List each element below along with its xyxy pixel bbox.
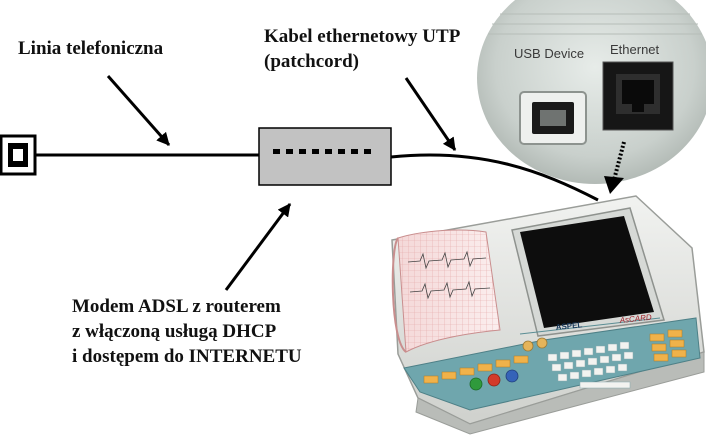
phone-socket-icon (0, 134, 37, 176)
port-closeup-inset (477, 0, 706, 194)
ecg-device-illustration: ASPEL AsCARD (391, 195, 705, 435)
stop-key-icon (487, 373, 501, 387)
ethernet-port-icon (602, 61, 674, 131)
ecg-screen (520, 216, 654, 328)
phone-line-arrow (106, 75, 171, 146)
usb-device-label: USB Device (514, 46, 585, 61)
cable-arrow (404, 77, 457, 151)
usb-port-icon (519, 91, 587, 145)
device-model-text: AsCARD (618, 313, 652, 325)
ethernet-cable-label: Kabel ethernetowy UTP (patchcord) (264, 26, 461, 72)
start-key-icon (469, 377, 483, 391)
modem-label: Modem ADSL z routerem z włączoną usługą … (72, 296, 302, 367)
ethernet-cable (390, 153, 599, 202)
modem-arrow (224, 203, 292, 291)
modem-box (258, 127, 392, 186)
device-brand-text: ASPEL (555, 320, 583, 332)
ethernet-port-label: Ethernet (610, 42, 660, 57)
phone-line-label: Linia telefoniczna (18, 38, 164, 59)
